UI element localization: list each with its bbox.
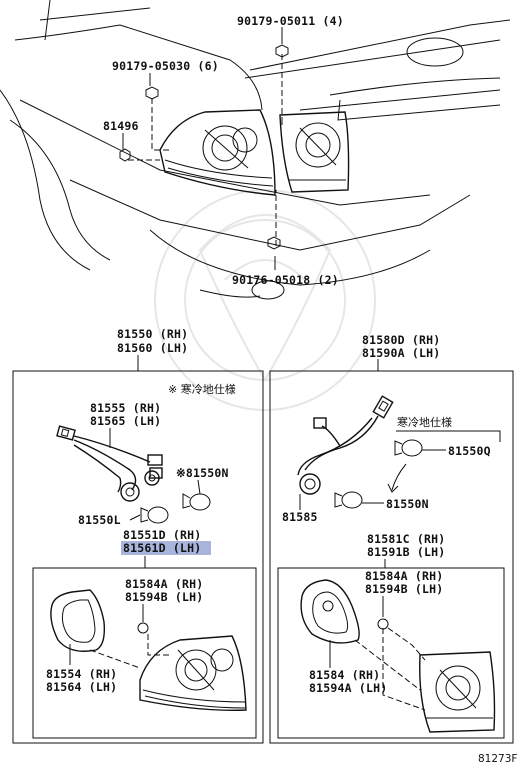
callout-81581c-rh: 81581C (RH)	[367, 532, 445, 546]
callout-81590a-lh: 81590A (LH)	[362, 346, 440, 360]
vehicle-rear-illustration	[0, 0, 511, 300]
callout-81594a-lh: 81594A (LH)	[309, 681, 387, 695]
right-assembly-box	[269, 370, 514, 744]
left-lens-subassembly-box	[32, 567, 257, 739]
callout-81594b-lh-left: 81594B (LH)	[125, 590, 203, 604]
callout-81560-lh: 81560 (LH)	[117, 341, 188, 355]
callout-81594b-lh-right: 81594B (LH)	[365, 582, 443, 596]
bulb-81550l	[140, 506, 169, 524]
callout-81584a-rh-right: 81584A (RH)	[365, 569, 443, 583]
gasket-pad-right	[300, 579, 360, 644]
right-lens-subassembly-box	[277, 567, 505, 739]
callout-81584-rh: 81584 (RH)	[309, 668, 380, 682]
callout-81496: 81496	[103, 119, 139, 133]
callout-81554-rh: 81554 (RH)	[46, 667, 117, 681]
left-assembly-box	[12, 370, 264, 744]
bulb-81550q	[394, 439, 423, 457]
callout-81550q: 81550Q	[448, 444, 491, 458]
note-cold-climate-left: ※ 寒冷地仕様	[168, 382, 236, 396]
watermark-crest	[154, 189, 376, 411]
callout-81550n-left: ※81550N	[176, 466, 229, 480]
callout-81564-lh: 81564 (LH)	[46, 680, 117, 694]
callout-81580d-rh: 81580D (RH)	[362, 333, 440, 347]
bulb-81550n-left	[182, 493, 211, 511]
callout-81551d-rh: 81551D (RH)	[123, 528, 201, 542]
callout-81584a-rh-left: 81584A (RH)	[125, 577, 203, 591]
callout-90179-05011: 90179-05011 (4)	[237, 14, 344, 28]
tail-lamp-lens-left	[139, 635, 247, 711]
callout-90179-05030: 90179-05030 (6)	[112, 59, 219, 73]
trunk-lamp-lens-right	[419, 651, 496, 733]
callout-81591b-lh: 81591B (LH)	[367, 545, 445, 559]
callout-81565-lh: 81565 (LH)	[90, 414, 161, 428]
note-cold-climate-right: 寒冷地仕様	[397, 415, 452, 429]
bulb-81550n-right	[334, 491, 363, 509]
clip-left	[137, 622, 149, 634]
callout-90176-05018: 90176-05018 (2)	[232, 273, 339, 287]
callout-81561d-highlight	[121, 541, 211, 555]
diagram-reference-code: 81273F	[478, 753, 517, 765]
callout-81561d-lh: 81561D (LH)	[123, 541, 201, 555]
callout-81550l: 81550L	[78, 513, 121, 527]
gasket-pad-left	[50, 589, 106, 652]
callout-81585: 81585	[282, 510, 318, 524]
socket-wire-harness-left	[56, 425, 163, 502]
socket-wire-harness-right	[297, 395, 394, 495]
callout-81550n-right: 81550N	[386, 497, 429, 511]
clip-right	[377, 618, 389, 630]
callout-81555-rh: 81555 (RH)	[90, 401, 161, 415]
callout-81550-rh: 81550 (RH)	[117, 327, 188, 341]
